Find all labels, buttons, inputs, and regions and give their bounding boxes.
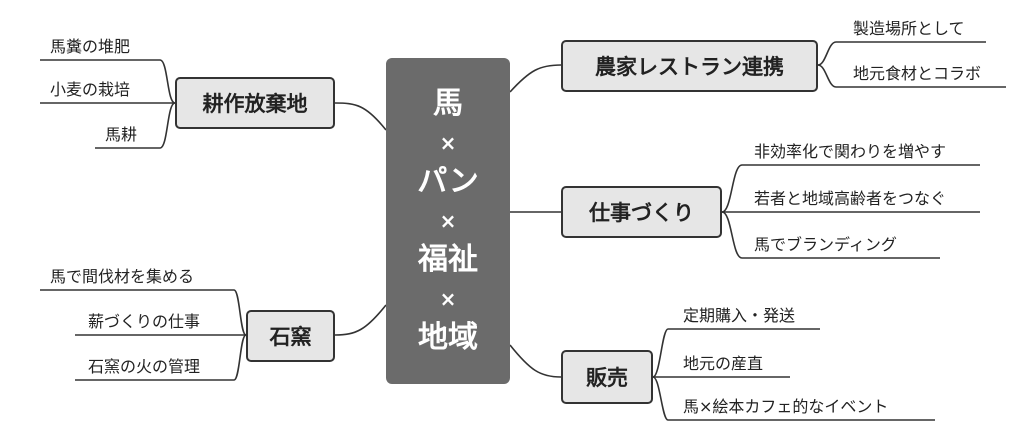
leaf-job-creation: 馬でブランディング [754,235,897,254]
center-line: × [439,131,457,155]
leaf-stone-oven: 薪づくりの仕事 [88,312,201,331]
leaf-abandoned-farmland: 小麦の栽培 [50,80,131,99]
leaf-abandoned-farmland: 馬糞の堆肥 [50,37,131,56]
leaf-sales: 馬×絵本カフェ的なイベント [683,397,889,416]
node-sales: 販売 [561,350,653,404]
leaf-job-creation: 非効率化で関わりを増やす [754,142,947,161]
center-line: × [439,209,457,233]
node-abandoned-farmland: 耕作放棄地 [175,77,335,129]
center-line: 地域 [418,320,478,355]
node-farm-restaurant: 農家レストラン連携 [561,40,818,92]
center-line: 福祉 [418,242,478,277]
leaf-stone-oven: 石窯の火の管理 [88,357,201,376]
leaf-sales: 定期購入・発送 [683,306,796,325]
node-job-creation: 仕事づくり [561,186,722,238]
leaf-farm-restaurant: 地元食材とコラボ [853,64,982,83]
node-stone-oven: 石窯 [246,310,335,362]
leaf-abandoned-farmland: 馬耕 [105,125,138,144]
leaf-stone-oven: 馬で間伐材を集める [50,267,195,286]
central-theme: 馬 × パン × 福祉 × 地域 [386,58,510,384]
leaf-sales: 地元の産直 [683,354,764,373]
center-line: × [439,287,457,311]
center-line: パン [417,164,479,199]
leaf-farm-restaurant: 製造場所として [853,19,965,38]
leaf-job-creation: 若者と地域高齢者をつなぐ [754,189,947,208]
center-line: 馬 [433,86,463,121]
